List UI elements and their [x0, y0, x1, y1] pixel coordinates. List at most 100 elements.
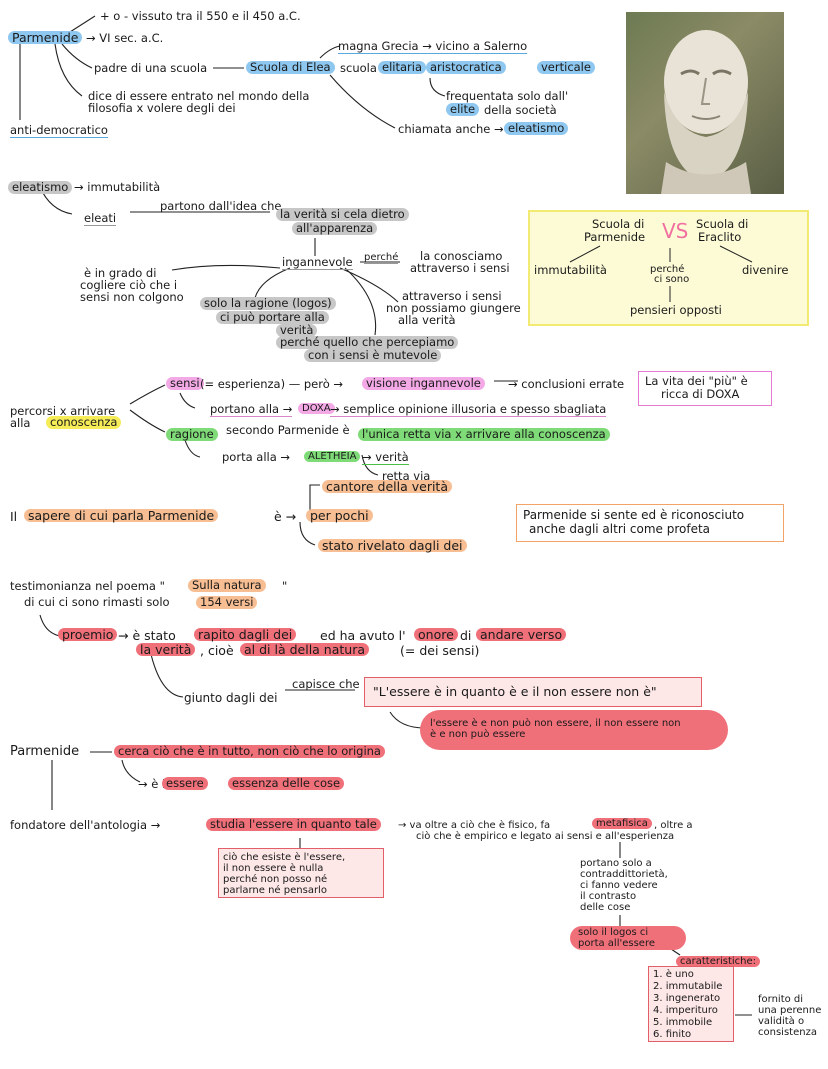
- va-oltre: → va oltre a ciò che è fisico, fa: [398, 820, 551, 831]
- conosciamo-1: la conosciamo: [420, 249, 503, 263]
- portano-solo-3: ci fanno vedere: [580, 880, 658, 891]
- eleati: eleati: [84, 211, 117, 226]
- avuto: ed ha avuto l': [320, 628, 406, 643]
- portano: portano alla →: [210, 402, 293, 417]
- percepiamo-2: con i sensi è mutevole: [304, 349, 442, 362]
- esiste-box: ciò che esiste è l'essere, il non essere…: [218, 848, 384, 898]
- portano-solo-5: delle cose: [580, 902, 631, 913]
- fornito-3: validità o: [758, 1016, 805, 1027]
- filosofia-text: filosofia x volere degli dei: [88, 101, 236, 115]
- dei-sensi: (= dei sensi): [400, 643, 480, 658]
- eleatismo-2: eleatismo: [8, 181, 73, 194]
- vs-right-1: Scuola di: [696, 217, 749, 231]
- caratteristiche: caratteristiche:: [676, 956, 761, 967]
- list-item: 6. finito: [653, 1029, 692, 1040]
- attraverso-2: non possiamo giungere: [386, 301, 521, 315]
- aldila: al di là della natura: [240, 643, 370, 656]
- vita-2: ricca di DOXA: [661, 387, 740, 401]
- vs-left-2: Parmenide: [584, 230, 646, 244]
- grado-1: è in grado di: [84, 266, 157, 280]
- fornito-4: consistenza: [758, 1027, 817, 1038]
- parmenides-bust-image: [626, 12, 784, 194]
- grado-2: cogliere ciò che i: [80, 278, 178, 292]
- list-item: 1. è uno: [653, 969, 694, 980]
- vs-perche-2: ci sono: [654, 274, 690, 285]
- sulla-natura: Sulla natura: [188, 579, 266, 592]
- portano-solo-1: portano solo a: [580, 858, 652, 869]
- essenza: essenza delle cose: [228, 777, 345, 790]
- vs-comparison-box: Scuola di Parmenide VS Scuola di Eraclit…: [528, 210, 809, 326]
- onore: onore: [414, 628, 458, 641]
- versi: 154 versi: [196, 596, 258, 609]
- fondatore: fondatore dell'antologia →: [10, 818, 161, 832]
- aletheia-tag: ALETHEIA: [304, 451, 361, 462]
- esiste-3: perché non posso né: [223, 874, 328, 885]
- opinione: → semplice opinione illusoria e spesso s…: [330, 402, 607, 417]
- vs-perche-1: perché: [650, 264, 685, 275]
- vita-box: La vita dei "più" è ricca di DOXA: [638, 371, 772, 406]
- verticale: verticale: [537, 61, 595, 74]
- sapere: sapere di cui parla Parmenide: [24, 509, 219, 522]
- logos-2: porta all'essere: [578, 938, 656, 949]
- profeta-box: Parmenide si sente ed è riconosciuto anc…: [516, 504, 784, 542]
- logos-1: solo il logos ci: [578, 927, 649, 938]
- il-text: Il: [10, 509, 18, 524]
- vs-left-1: Scuola di: [592, 217, 645, 231]
- ragione-tag: ragione: [166, 428, 218, 441]
- partono: partono dall'idea che: [160, 199, 282, 213]
- rapito: rapito dagli dei: [194, 628, 297, 641]
- vs-divenire: divenire: [742, 263, 789, 277]
- immutabilita: → immutabilità: [74, 180, 161, 194]
- essere-nonpuo-1: l'essere è e non può non essere, il non …: [430, 718, 681, 729]
- visione: visione ingannevole: [362, 377, 485, 390]
- list-item: 4. imperituro: [653, 1005, 718, 1016]
- profeta-2: anche dagli altri come profeta: [529, 522, 711, 536]
- oltre-a: , oltre a: [654, 820, 693, 831]
- rimasti: di cui ci sono rimasti solo: [24, 595, 170, 609]
- vs-opposti: pensieri opposti: [630, 303, 722, 317]
- scuola-elea: Scuola di Elea: [246, 61, 335, 74]
- ragione-2: ci può portare alla: [216, 311, 329, 324]
- eleatismo-tag: eleatismo: [504, 122, 569, 135]
- elite: elite: [446, 103, 480, 116]
- essere-quote: "L'essere è in quanto è e il non essere …: [373, 684, 657, 699]
- unica: l'unica retta via x arrivare alla conosc…: [358, 428, 610, 441]
- vs-label: VS: [662, 219, 689, 243]
- ragione-3: verità: [276, 324, 318, 337]
- esiste-4: parlarne né pensarlo: [223, 885, 327, 896]
- century: → VI sec. a.C.: [86, 31, 164, 45]
- percorsi-1: percorsi x arrivare: [10, 404, 116, 418]
- cerca: cerca ciò che è in tutto, non ciò che lo…: [114, 745, 385, 758]
- attraverso-1: attraverso i sensi: [402, 289, 502, 303]
- esiste-1: ciò che esiste è l'essere,: [223, 852, 346, 863]
- essere-quote-box: "L'essere è in quanto è e il non essere …: [364, 677, 702, 707]
- esperienza: (= esperienza) — però →: [200, 377, 344, 391]
- conosciamo-2: attraverso i sensi: [410, 261, 510, 275]
- essere-tag: essere: [162, 777, 208, 790]
- life-dates: + o - vissuto tra il 550 e il 450 a.C.: [100, 9, 301, 23]
- conoscenza: conoscenza: [46, 416, 122, 429]
- list-item: 2. immutabile: [653, 981, 723, 992]
- stato: → è stato: [118, 628, 176, 643]
- quote-close: ": [282, 579, 288, 593]
- aristocratica: aristocratica: [426, 61, 506, 74]
- empirico: ciò che è empirico e legato ai sensi e a…: [416, 831, 675, 842]
- portano-solo-2: contraddittorietà,: [580, 869, 668, 880]
- magna-grecia: magna Grecia → vicino a Salerno: [338, 39, 528, 54]
- percorsi-2: alla: [10, 416, 31, 430]
- caratteristiche-list: 1. è uno 2. immutabile 3. ingenerato 4. …: [648, 966, 734, 1042]
- parmenide-2: Parmenide: [10, 744, 80, 759]
- per-pochi: per pochi: [306, 509, 373, 522]
- proemio-tag: proemio: [58, 628, 118, 641]
- porta: porta alla →: [222, 450, 291, 464]
- anti-democratico: anti-democratico: [10, 123, 108, 138]
- ingannevole: ingannevole: [282, 255, 353, 270]
- scuola-text: scuola: [340, 61, 377, 75]
- rivelato: stato rivelato dagli dei: [318, 539, 467, 552]
- sensi-tag: sensi: [166, 377, 204, 390]
- esiste-2: il non essere è nulla: [223, 863, 324, 874]
- dice-text: dice di essere entrato nel mondo della: [88, 89, 310, 103]
- verita-cela-2: all'apparenza: [292, 222, 378, 235]
- cioe: , cioè: [200, 643, 234, 658]
- doxa-tag: DOXA: [298, 403, 335, 414]
